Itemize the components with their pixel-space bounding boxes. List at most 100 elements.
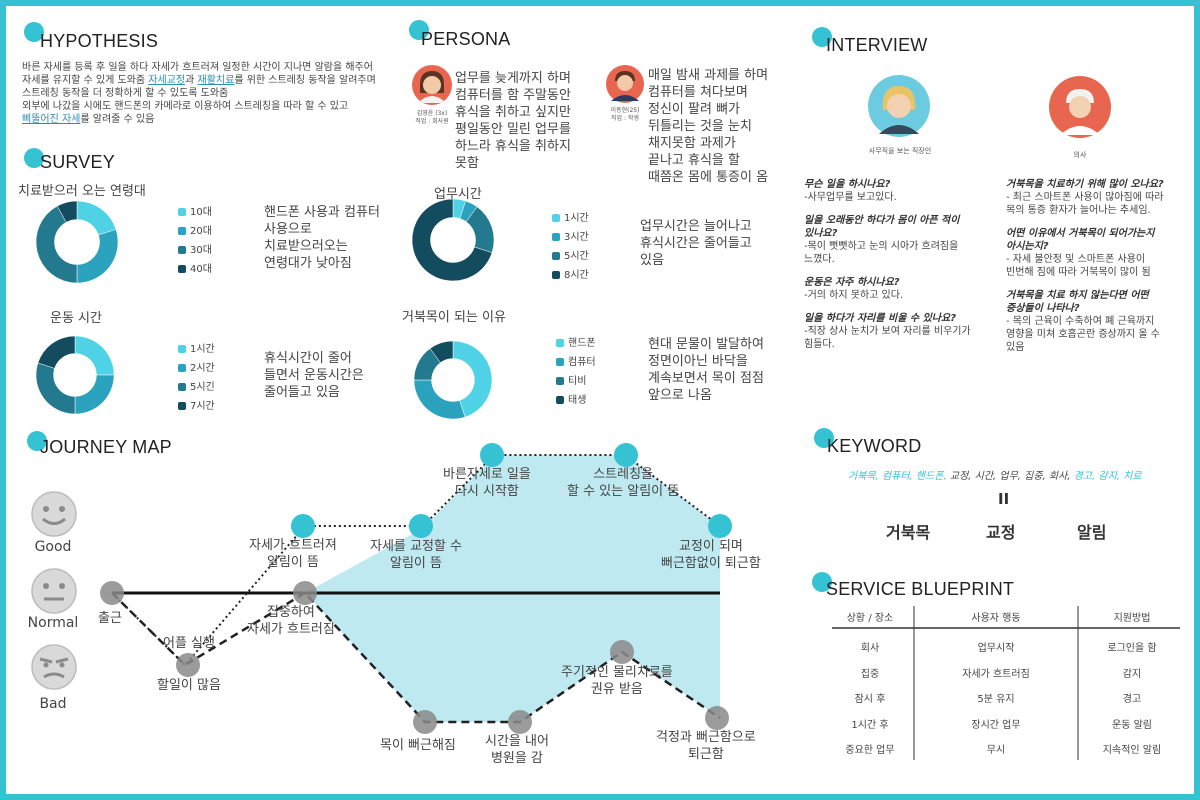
keyword-alarm: 알림 xyxy=(1077,523,1107,542)
legend-swatch xyxy=(552,214,560,222)
qa-answer: - 자세 불안정 및 스마트폰 사용이 빈번해 짐에 따라 거북목이 많이 됨 xyxy=(1006,254,1151,278)
blueprint-cell: 운동 알림 xyxy=(1112,719,1152,731)
blueprint-cell: 중요한 업무 xyxy=(845,745,895,756)
legend-item: 40대 xyxy=(178,260,212,279)
legend-label: 태생 xyxy=(568,395,587,406)
section-marker xyxy=(812,572,832,592)
blueprint-cell: 무시 xyxy=(986,745,1006,756)
donut-slice-5시긴 xyxy=(35,362,76,415)
legend-label: 7시간 xyxy=(190,401,215,412)
qa-answer: -목이 뻣뻣하고 눈의 시아가 흐려짐을 느꼈다. xyxy=(804,241,959,265)
point-busy xyxy=(176,653,200,677)
keyword-correction: 교정 xyxy=(986,523,1016,542)
legend-item: 핸드폰 xyxy=(556,334,596,353)
legend-label: 1시간 xyxy=(190,344,215,355)
donut-slice-40대 xyxy=(56,200,78,223)
section-marker xyxy=(409,20,429,40)
keyword-list: 거북목, 컴퓨터, 핸드폰, 교정, 시간, 업무, 집중, 회사, 경고, 감… xyxy=(848,467,1142,482)
qa-item: 일을 하다가 자리를 비울 수 있나요?-직장 상사 눈치가 보여 자리를 비우… xyxy=(804,312,1004,351)
keyword-plain-words: 교정, 시간, 업무, 집중, 회사, xyxy=(949,471,1074,482)
qa-question: 어떤 이유에서 거북목이 되어가는지 아시는지? xyxy=(1006,228,1155,252)
point-worry-leave xyxy=(705,706,729,730)
blueprint-cell: 1시간 후 xyxy=(851,719,889,731)
point-alarm2 xyxy=(409,514,433,538)
hypothesis-line: 바른 자세를 등록 후 일을 하다 자세가 흐트러져 일정한 시간이 지나면 알… xyxy=(22,61,402,74)
point-commute xyxy=(100,581,124,605)
hypothesis-line: 자세를 유지할 수 있게 도와줌 자세교정과 재활치료를 위한 스트레칭 동작을… xyxy=(22,74,402,87)
legend-label: 티비 xyxy=(568,376,587,387)
qa-item: 어떤 이유에서 거북목이 되어가는지 아시는지?- 자세 불안정 및 스마트폰 … xyxy=(1006,227,1186,279)
legend-item: 8시간 xyxy=(552,266,589,285)
blueprint-title: SERVICE BLUEPRINT xyxy=(826,579,1015,599)
legend-swatch xyxy=(556,358,564,366)
chart-title-exercise: 운동 시간 xyxy=(50,311,102,326)
hypothesis-title: HYPOTHESIS xyxy=(40,31,159,51)
jm-label-commute: 출근 xyxy=(98,611,122,626)
persona1-job: 직업 : 회사원 xyxy=(415,118,449,125)
blueprint-cell: 로그인을 함 xyxy=(1107,643,1157,654)
normal-label: Normal xyxy=(27,615,79,631)
legend-item: 7시간 xyxy=(178,397,215,416)
keyword-main-words: 거북목, 컴퓨터, 핸드폰, xyxy=(848,471,950,482)
point-focus xyxy=(293,581,317,605)
jm-label-busy: 할일이 많음 xyxy=(157,678,221,693)
jm-label-posture-broken: 집중하여 자세가 흐트러짐 xyxy=(247,605,335,637)
section-marker xyxy=(24,148,44,168)
legend-label: 3시간 xyxy=(564,232,589,243)
journey-area-connect xyxy=(185,455,720,722)
legend-label: 10대 xyxy=(190,207,212,218)
interview-avatar-worker xyxy=(868,75,930,137)
legend-label: 2시간 xyxy=(190,363,215,374)
interview-qa-doctor: 거북목을 치료하기 위해 많이 오나요?- 최근 스마트폰 사용이 많아짐에 따… xyxy=(1006,178,1186,364)
donut-slice-30대 xyxy=(35,205,78,284)
jm-label-stretch: 스트레칭을 할 수 있는 알림이 뜸 xyxy=(567,467,680,499)
point-stretch xyxy=(614,443,638,467)
point-neck-stiff xyxy=(413,710,437,734)
qa-item: 일을 오래동안 하다가 몸이 아픈 적이 있나요?-목이 뻣뻣하고 눈의 시아가… xyxy=(804,214,1004,266)
chart-title-age: 치료받으러 오는 연령대 xyxy=(18,184,146,199)
journey-map-graph xyxy=(100,443,732,734)
donut-chart-work xyxy=(411,198,495,282)
qa-answer: -사무업무를 보고있다. xyxy=(804,192,897,203)
legend-item: 3시간 xyxy=(552,228,589,247)
legend-item: 20대 xyxy=(178,222,212,241)
legend-swatch xyxy=(178,345,186,353)
blueprint-cell: 5분 유지 xyxy=(977,694,1015,705)
donut-slice-20대 xyxy=(76,229,119,284)
legend-swatch xyxy=(178,402,186,410)
hypothesis-text-run: 를 위한 스트레칭 동작을 알려주며 xyxy=(234,75,376,86)
blueprint-cell: 장시간 업무 xyxy=(971,719,1021,731)
persona2-text: 매일 밤새 과제를 하며 컴퓨터를 쳐다보며 정신이 팔려 뼈가 뒤틀리는 것을… xyxy=(648,68,769,185)
persona-avatar-female xyxy=(412,65,452,105)
legend-label: 40대 xyxy=(190,264,212,275)
hypothesis-highlight: 재활치료 xyxy=(197,75,235,86)
good-face-icon xyxy=(31,491,77,537)
interview-avatar-doctor xyxy=(1049,76,1111,138)
point-alarm1 xyxy=(291,514,315,538)
blueprint-cell: 잠시 후 xyxy=(854,694,886,705)
legend-swatch xyxy=(178,364,186,372)
note-age: 핸드폰 사용과 컴퓨터 사용으로 치료받으러오는 연령대가 낮아짐 xyxy=(264,205,380,271)
qa-question: 일을 오래동안 하다가 몸이 아픈 적이 있나요? xyxy=(804,215,960,239)
qa-question: 무슨 일을 하시나요? xyxy=(804,179,891,190)
interview-qa-worker: 무슨 일을 하시나요? -사무업무를 보고있다. 일을 오래동안 하다가 몸이 아픈… xyxy=(804,178,1004,361)
qa-question: 일을 하다가 자리를 비울 수 있나요? xyxy=(804,313,957,324)
point-good-leave xyxy=(708,514,732,538)
jm-label-alarm1: 자세가 흐트러져 알림이 뜸 xyxy=(249,538,337,570)
legend-item: 1시간 xyxy=(178,340,215,359)
hypothesis-highlight: 자세교정 xyxy=(148,75,186,86)
persona1-caption: 김영윤 (3x) xyxy=(416,110,448,117)
legend-swatch xyxy=(552,233,560,241)
qa-question: 운동은 자주 하시나요? xyxy=(804,277,900,288)
legend-label: 핸드폰 xyxy=(568,338,596,349)
jm-label-alarm2: 자세를 교정할 수 알림이 뜸 xyxy=(370,539,462,571)
note-reason: 현대 문물이 발달하여 정면이아닌 바닥을 계속보면서 목이 점점 앞으로 나옴 xyxy=(648,337,764,403)
interview-worker-caption: 사무직을 보는 직장인 xyxy=(868,147,932,155)
persona-avatar-male xyxy=(606,65,644,103)
donut-chart-reason xyxy=(413,340,493,420)
legend-swatch xyxy=(552,252,560,260)
legend-label: 8시간 xyxy=(564,270,589,281)
blueprint-cell: 경고 xyxy=(1122,694,1142,705)
